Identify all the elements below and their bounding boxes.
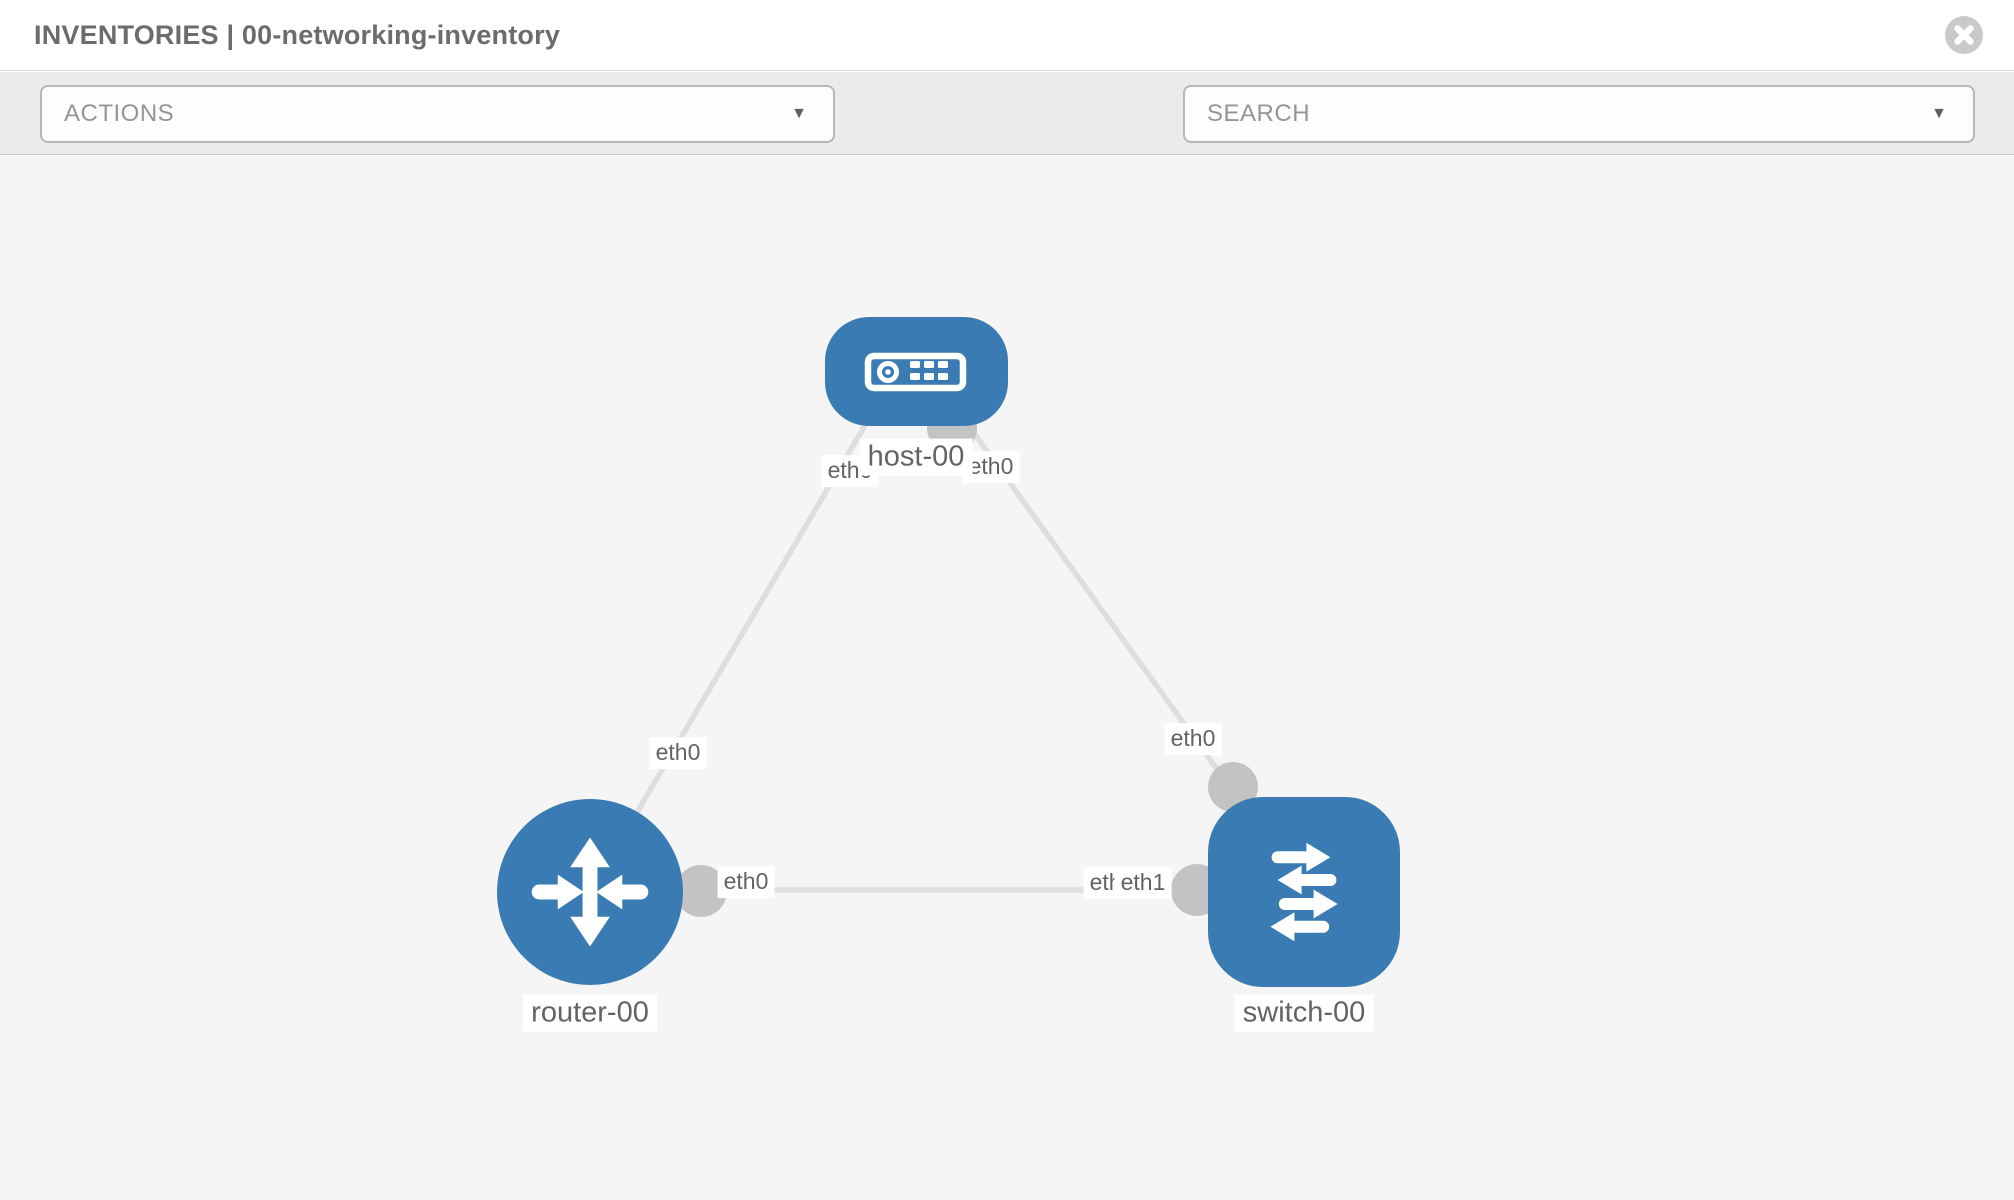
interface-label: eth0 bbox=[1164, 723, 1222, 755]
page-title: INVENTORIES | 00-networking-inventory bbox=[34, 20, 561, 50]
host-icon bbox=[864, 352, 967, 392]
close-button[interactable] bbox=[1944, 15, 1984, 55]
actions-dropdown-label: ACTIONS bbox=[64, 100, 175, 127]
topology-graph bbox=[497, 317, 1400, 987]
router-icon bbox=[531, 837, 649, 947]
interface-label: eth0 bbox=[962, 451, 1020, 483]
search-dropdown[interactable]: SEARCH ▼ bbox=[1183, 85, 1975, 143]
node-router-00[interactable] bbox=[497, 799, 683, 985]
toolbar: ACTIONS ▼ SEARCH bbox=[0, 72, 2014, 207]
interface-bubble-switch-top bbox=[1208, 762, 1258, 812]
header: INVENTORIES | 00-networking-inventory bbox=[0, 0, 2014, 71]
actions-dropdown[interactable]: ACTIONS ▼ bbox=[40, 85, 835, 143]
node-host-00[interactable] bbox=[825, 317, 1008, 426]
search-dropdown-label: SEARCH bbox=[1207, 100, 1311, 127]
chevron-down-icon: ▼ bbox=[1931, 105, 1947, 122]
node-switch-00[interactable] bbox=[1208, 797, 1400, 987]
chevron-down-icon: ▼ bbox=[791, 105, 807, 122]
node-label-router: router-00 bbox=[523, 994, 657, 1032]
switch-icon bbox=[1270, 842, 1338, 942]
interface-bubble-router bbox=[675, 865, 727, 917]
close-icon bbox=[1945, 16, 1983, 54]
interface-label: eth1 bbox=[1114, 867, 1172, 899]
node-label-switch: switch-00 bbox=[1234, 994, 1374, 1032]
topology-canvas[interactable]: eth0 eth0 eth0 eth0 eth0 eth0 eth1 host-… bbox=[0, 155, 2014, 1200]
interface-label: eth0 bbox=[649, 737, 707, 769]
node-label-host: host-00 bbox=[859, 438, 973, 476]
interface-label: eth0 bbox=[717, 866, 775, 898]
